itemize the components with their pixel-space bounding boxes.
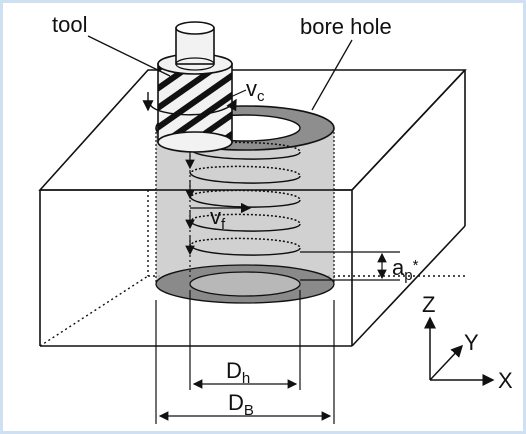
dh-label: Dh [226, 358, 250, 387]
vf-label: vf [210, 204, 226, 233]
axis-y-label: Y [464, 330, 479, 355]
block-hidden-edges [39, 70, 465, 347]
tool-label: tool [52, 12, 87, 37]
bore-hole-leader-line [311, 39, 353, 111]
vc-leader-line [223, 89, 247, 101]
tool-shape [157, 21, 233, 153]
vc-arrow [142, 92, 237, 116]
axis-x-label: X [498, 368, 513, 393]
axis-z-label: Z [422, 292, 435, 317]
block-front-faces [39, 69, 466, 347]
vc-label: vc [246, 76, 265, 105]
bore-hole-cylinder [155, 128, 335, 304]
tool-leader-line [87, 35, 171, 77]
coordinate-axes [424, 316, 495, 386]
bore-hole-label: bore hole [300, 14, 392, 39]
db-dimension [155, 300, 335, 424]
dh-dimension [189, 290, 301, 390]
ap-label: ap* [392, 255, 419, 284]
ap-dimension [300, 251, 400, 281]
db-label: DB [228, 390, 254, 419]
